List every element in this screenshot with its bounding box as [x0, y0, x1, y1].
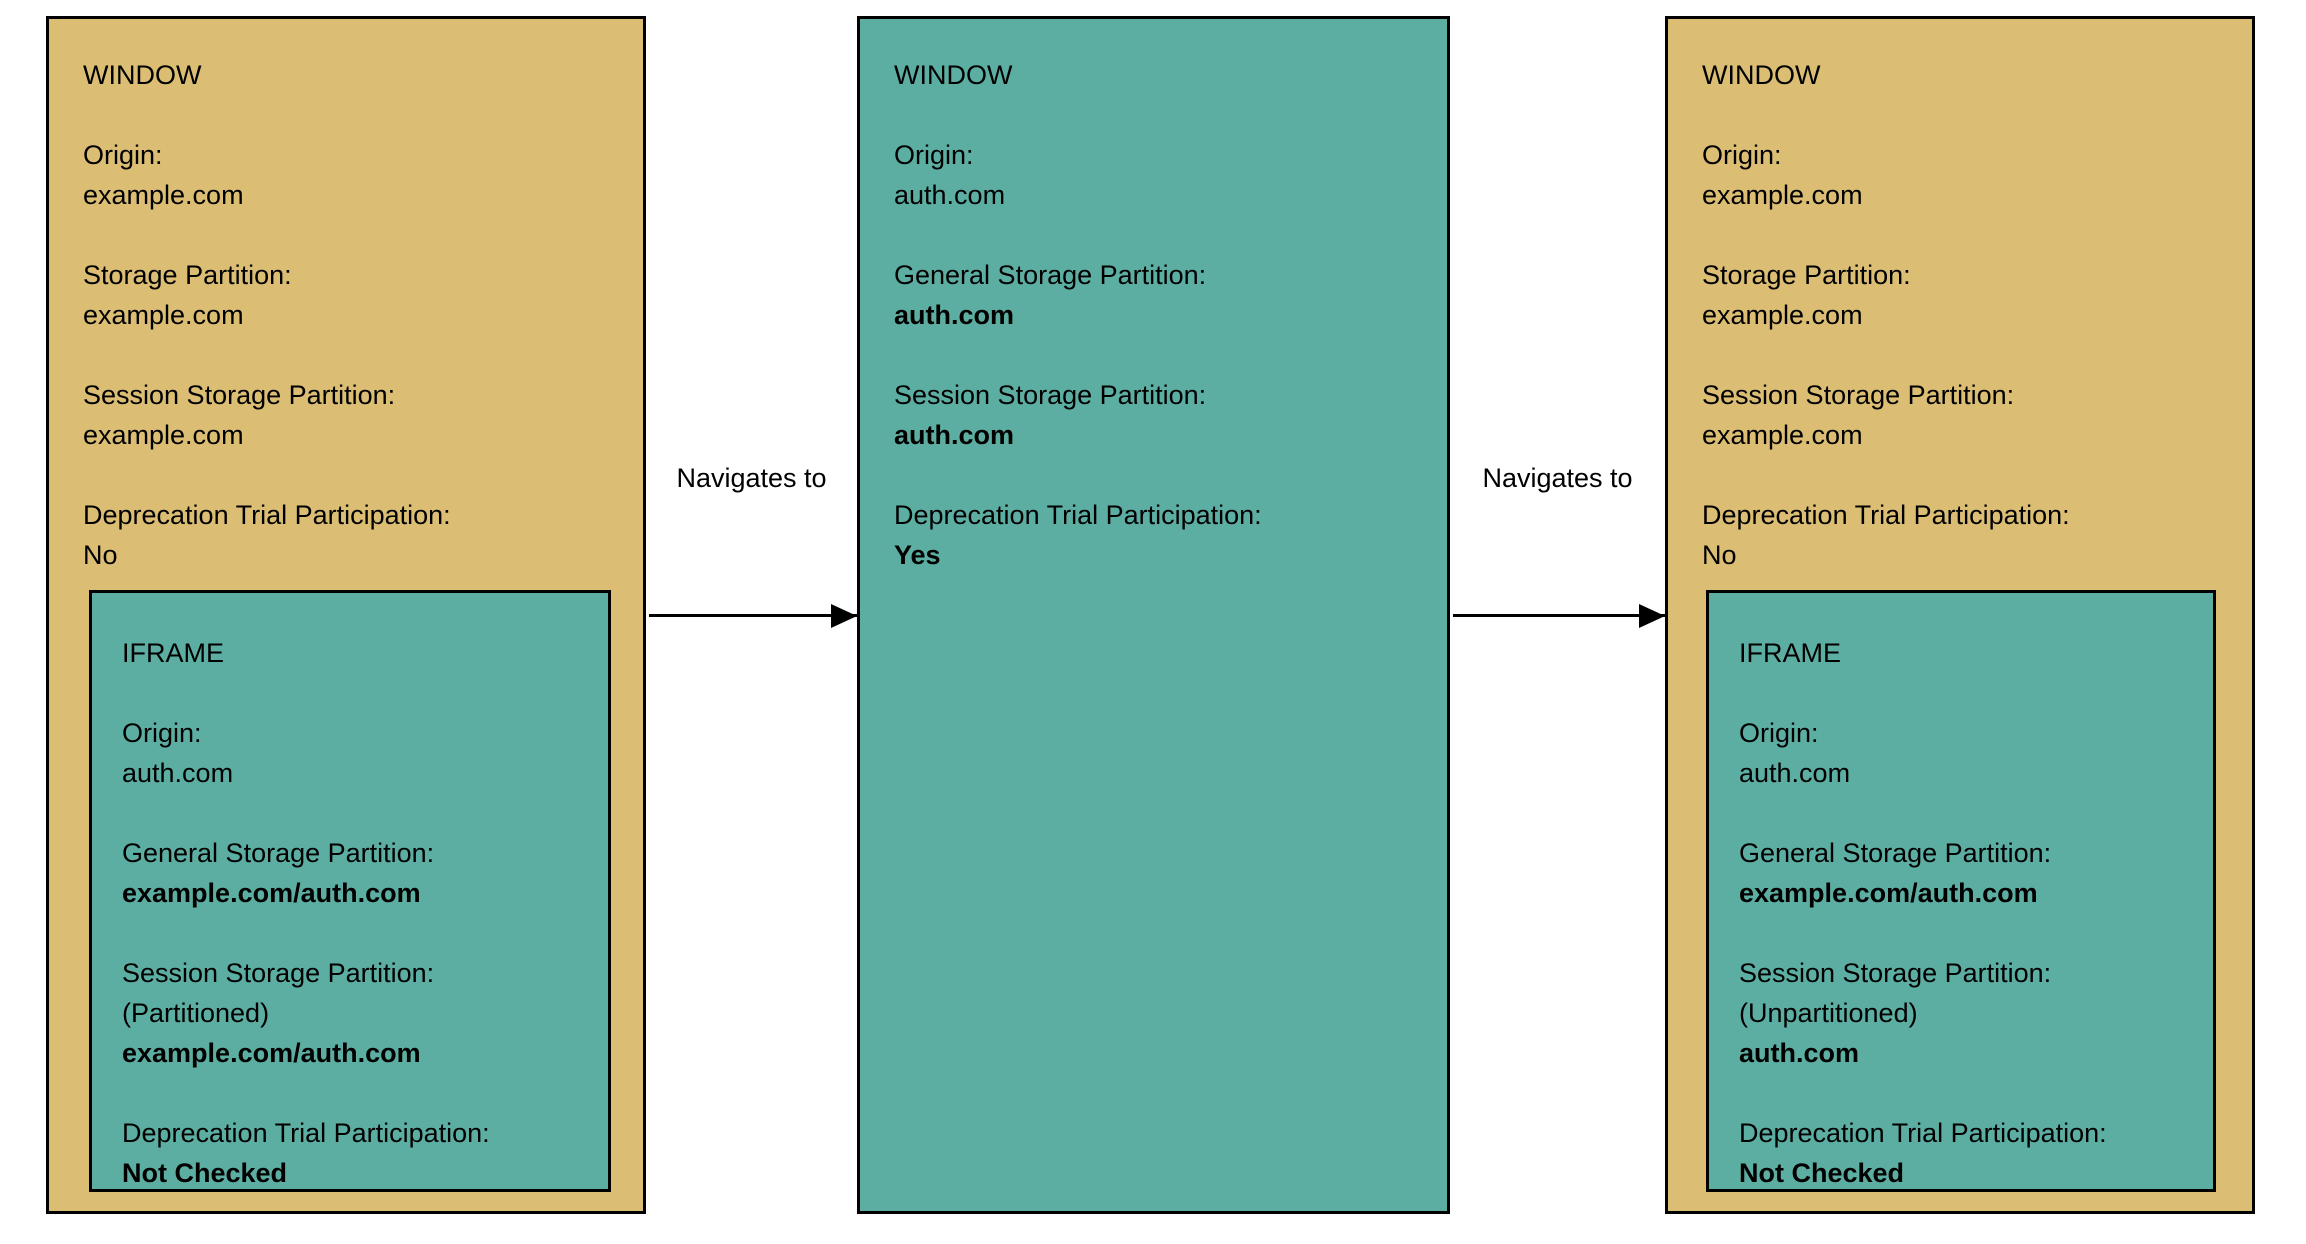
deprecation-trial-label: Deprecation Trial Participation: — [1702, 500, 2070, 530]
session-storage-label: Session Storage Partition: — [1702, 380, 2015, 410]
session-storage-label: Session Storage Partition: — [894, 380, 1207, 410]
window-2-title: WINDOW — [894, 60, 1013, 90]
origin-label: Origin: — [83, 140, 163, 170]
navigates-to-label-1: Navigates to — [676, 463, 827, 493]
general-storage-value: example.com/auth.com — [122, 878, 421, 908]
origin-value: example.com — [83, 180, 244, 210]
origin-label: Origin: — [894, 140, 974, 170]
general-storage-label: General Storage Partition: — [894, 260, 1207, 290]
origin-label: Origin: — [122, 718, 202, 748]
general-storage-label: General Storage Partition: — [122, 838, 435, 868]
session-storage-value: auth.com — [1739, 1038, 1860, 1068]
general-storage-label: General Storage Partition: — [1739, 838, 2052, 868]
session-storage-value: example.com — [83, 420, 244, 450]
deprecation-trial-value: No — [83, 540, 118, 570]
deprecation-trial-label: Deprecation Trial Participation: — [122, 1118, 490, 1148]
session-storage-label: Session Storage Partition: — [1739, 958, 2052, 988]
iframe-3-session-field: Session Storage Partition: (Unpartitione… — [1739, 953, 2183, 1073]
storage-partition-label: Storage Partition: — [1702, 260, 1911, 290]
iframe-1-origin-field: Origin: auth.com — [122, 713, 578, 793]
session-storage-value: example.com/auth.com — [122, 1038, 421, 1068]
iframe-3-general-field: General Storage Partition: example.com/a… — [1739, 833, 2183, 913]
iframe-1-trial-field: Deprecation Trial Participation: Not Che… — [122, 1113, 578, 1193]
window-1-title: WINDOW — [83, 60, 202, 90]
iframe-1-general-field: General Storage Partition: example.com/a… — [122, 833, 578, 913]
window-1-session-field: Session Storage Partition: example.com — [83, 375, 609, 455]
window-1-storage-field: Storage Partition: example.com — [83, 255, 609, 335]
origin-label: Origin: — [1702, 140, 1782, 170]
navigates-arrow-2 — [1453, 603, 1665, 628]
storage-partition-label: Storage Partition: — [83, 260, 292, 290]
window-3-box: WINDOW Origin: example.com Storage Parti… — [1665, 16, 2255, 1214]
window-2-box: WINDOW Origin: auth.com General Storage … — [857, 16, 1450, 1214]
iframe-1-title: IFRAME — [122, 638, 225, 668]
arrow-head-icon — [1639, 603, 1665, 628]
session-storage-note: (Unpartitioned) — [1739, 998, 1918, 1028]
session-storage-value: example.com — [1702, 420, 1863, 450]
iframe-3-box: IFRAME Origin: auth.com General Storage … — [1706, 590, 2216, 1192]
iframe-3-origin-field: Origin: auth.com — [1739, 713, 2183, 793]
origin-value: auth.com — [122, 758, 234, 788]
deprecation-trial-value: Not Checked — [122, 1158, 288, 1188]
window-3-title: WINDOW — [1702, 60, 1821, 90]
session-storage-label: Session Storage Partition: — [122, 958, 435, 988]
window-3-trial-field: Deprecation Trial Participation: No — [1702, 495, 2218, 575]
session-storage-note: (Partitioned) — [122, 998, 270, 1028]
general-storage-value: example.com/auth.com — [1739, 878, 2038, 908]
navigates-to-label-2: Navigates to — [1482, 463, 1633, 493]
general-storage-value: auth.com — [894, 300, 1015, 330]
iframe-1-box: IFRAME Origin: auth.com General Storage … — [89, 590, 611, 1192]
navigates-arrow-1 — [649, 603, 857, 628]
window-1-origin-field: Origin: example.com — [83, 135, 609, 215]
window-3-session-field: Session Storage Partition: example.com — [1702, 375, 2218, 455]
window-2-general-field: General Storage Partition: auth.com — [894, 255, 1413, 335]
session-storage-value: auth.com — [894, 420, 1015, 450]
window-1-trial-field: Deprecation Trial Participation: No — [83, 495, 609, 575]
deprecation-trial-value: No — [1702, 540, 1737, 570]
storage-partition-value: example.com — [83, 300, 244, 330]
window-3-storage-field: Storage Partition: example.com — [1702, 255, 2218, 335]
origin-value: example.com — [1702, 180, 1863, 210]
window-2-origin-field: Origin: auth.com — [894, 135, 1413, 215]
deprecation-trial-label: Deprecation Trial Participation: — [83, 500, 451, 530]
origin-value: auth.com — [1739, 758, 1851, 788]
deprecation-trial-label: Deprecation Trial Participation: — [1739, 1118, 2107, 1148]
deprecation-trial-value: Not Checked — [1739, 1158, 1905, 1188]
window-2-session-field: Session Storage Partition: auth.com — [894, 375, 1413, 455]
origin-value: auth.com — [894, 180, 1006, 210]
arrow-head-icon — [831, 603, 857, 628]
origin-label: Origin: — [1739, 718, 1819, 748]
window-1-box: WINDOW Origin: example.com Storage Parti… — [46, 16, 646, 1214]
session-storage-label: Session Storage Partition: — [83, 380, 396, 410]
iframe-3-title: IFRAME — [1739, 638, 1842, 668]
storage-partition-value: example.com — [1702, 300, 1863, 330]
deprecation-trial-value: Yes — [894, 540, 941, 570]
window-2-trial-field: Deprecation Trial Participation: Yes — [894, 495, 1413, 575]
iframe-3-trial-field: Deprecation Trial Participation: Not Che… — [1739, 1113, 2183, 1193]
deprecation-trial-label: Deprecation Trial Participation: — [894, 500, 1262, 530]
iframe-1-session-field: Session Storage Partition: (Partitioned)… — [122, 953, 578, 1073]
window-3-origin-field: Origin: example.com — [1702, 135, 2218, 215]
